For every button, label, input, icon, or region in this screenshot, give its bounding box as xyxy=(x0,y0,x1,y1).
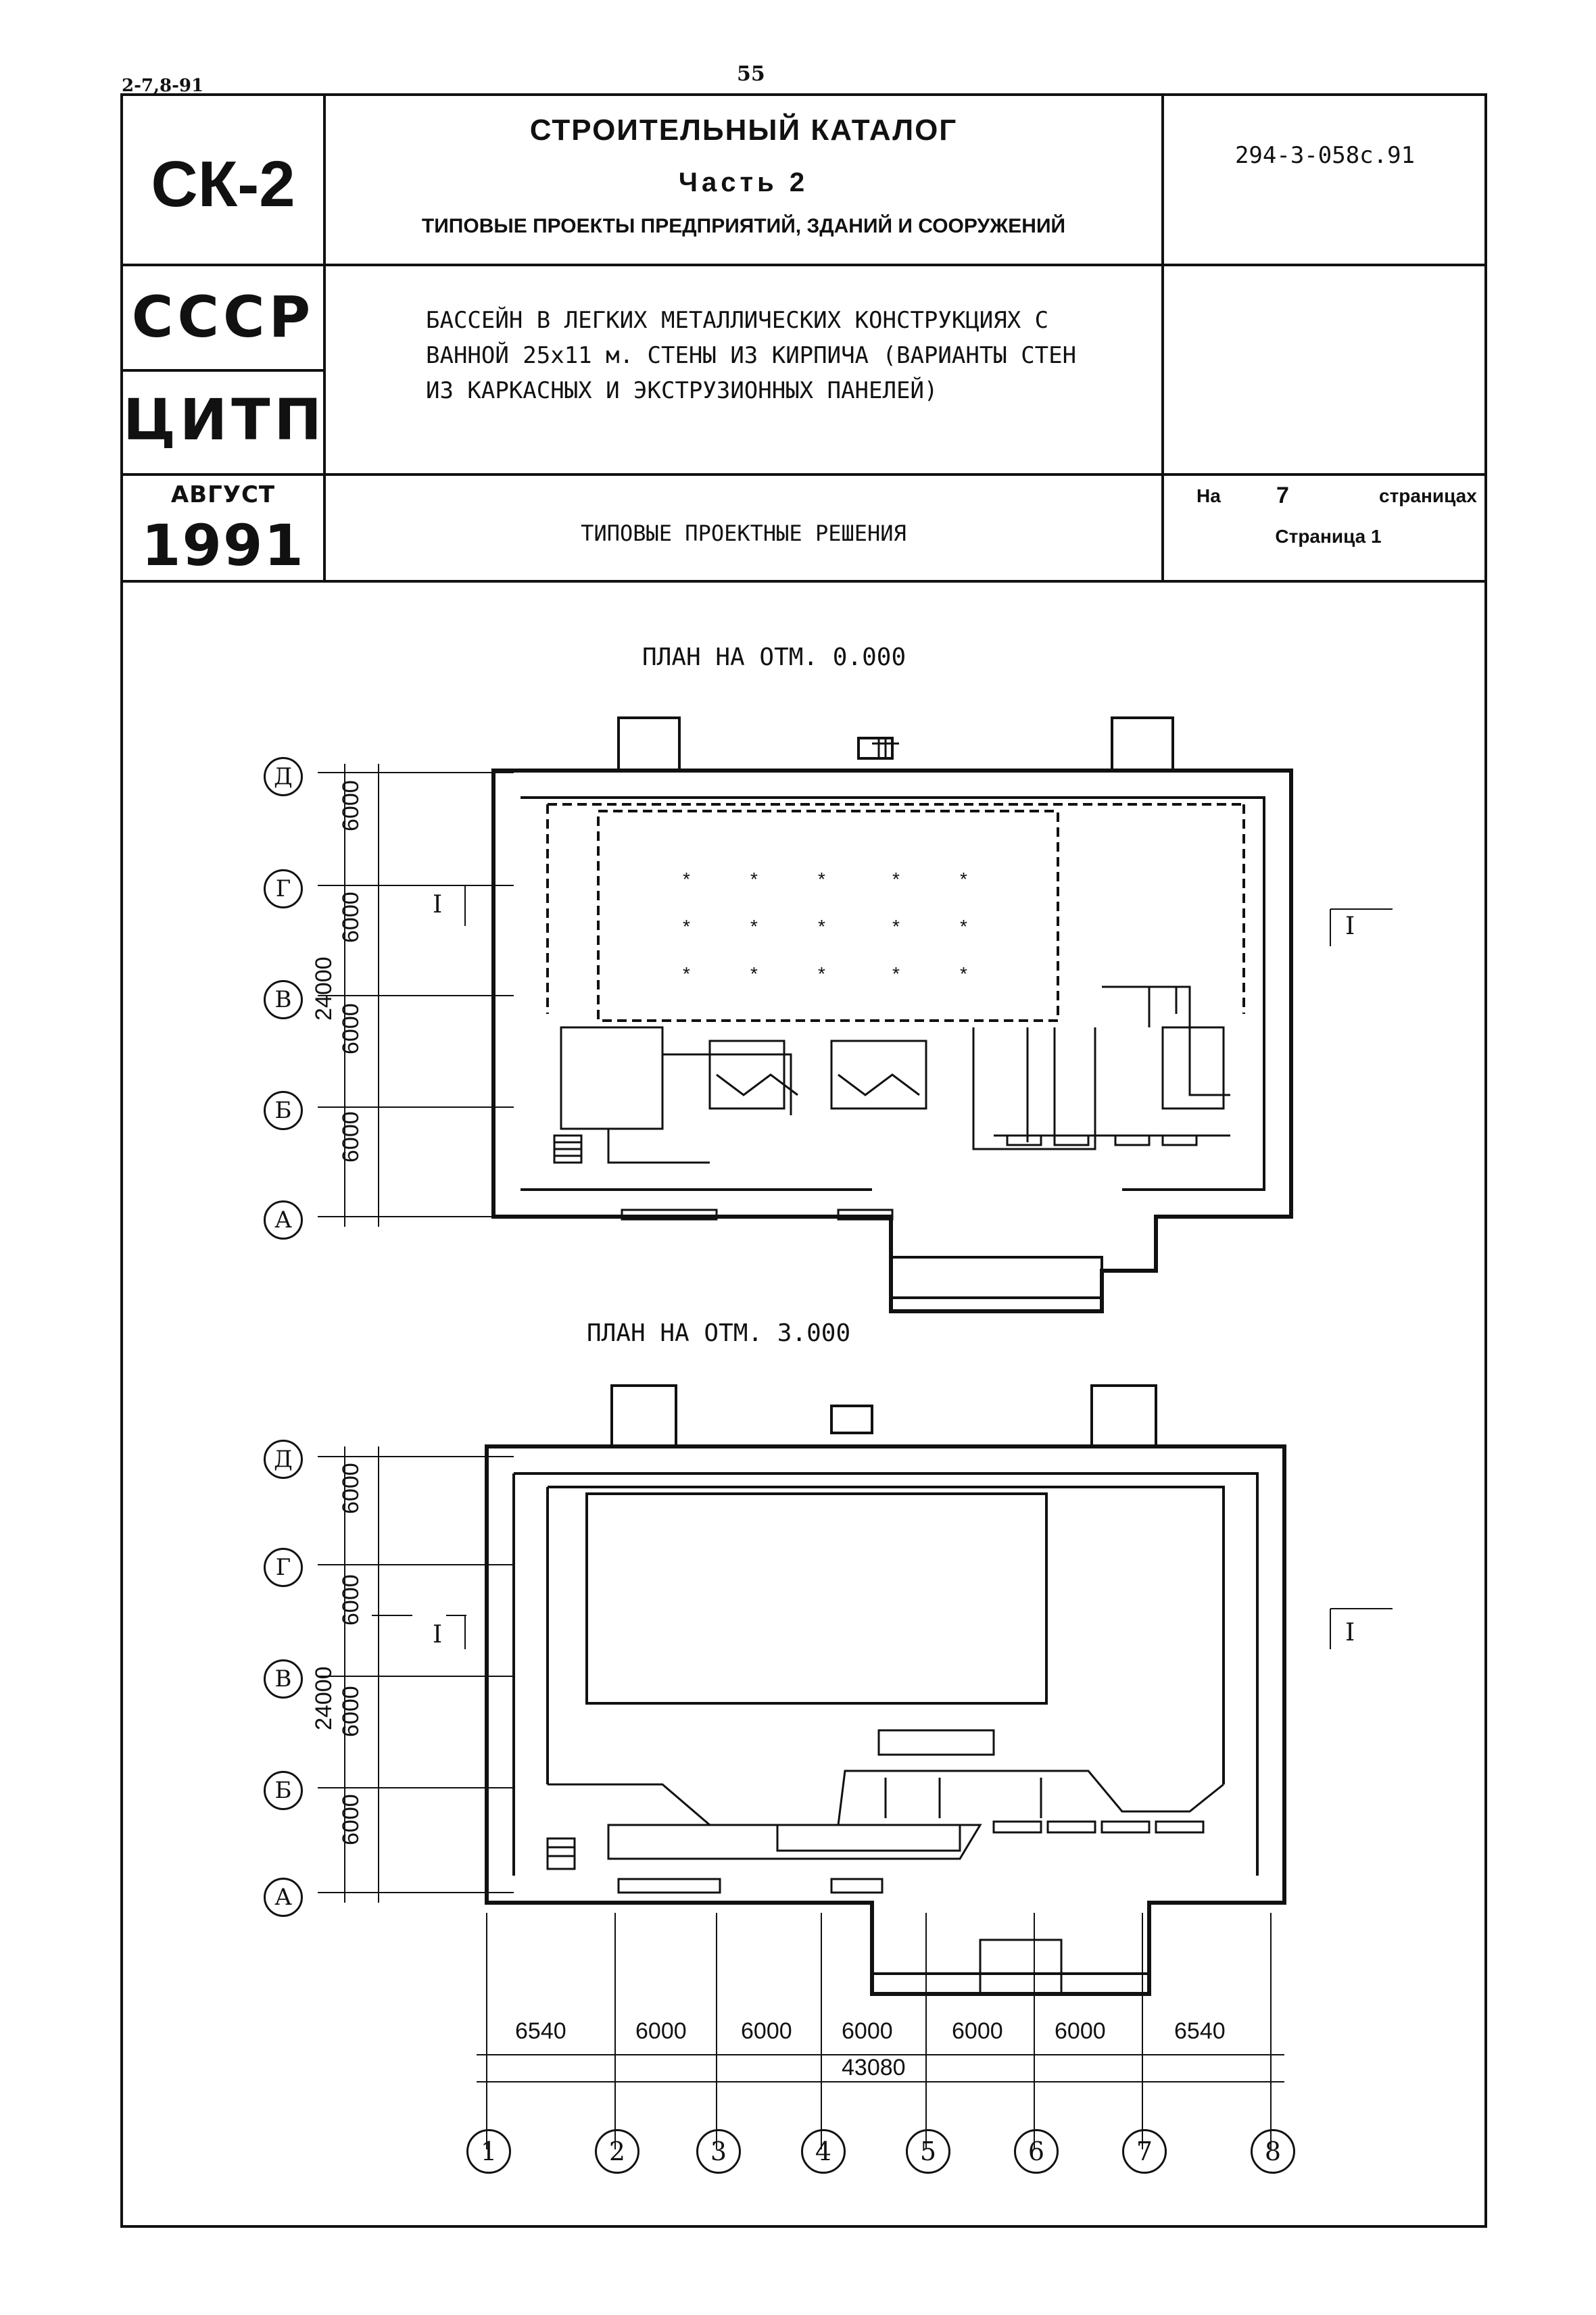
description-line: ВАННОЙ 25х11 м. СТЕНЫ ИЗ КИРПИЧА (ВАРИАН… xyxy=(426,342,1077,369)
axis-bubble: 4 xyxy=(801,2129,846,2174)
plan1-title: ПЛАН НА ОТМ. 0.000 xyxy=(642,643,906,671)
axis-bubble: 1 xyxy=(466,2129,511,2174)
section-mark: I xyxy=(1345,912,1355,940)
col-dimension: 6540 xyxy=(1174,2018,1226,2044)
header-divider xyxy=(1161,93,1164,581)
total-height: 24000 xyxy=(311,1666,337,1730)
svg-text:*: * xyxy=(892,916,900,937)
page-frame xyxy=(120,93,1487,2228)
plan1-axis-ticks xyxy=(318,764,1393,1227)
plan1-stairs xyxy=(553,738,920,1164)
svg-text:*: * xyxy=(683,963,690,984)
col-dimension: 6000 xyxy=(842,2018,893,2044)
svg-text:*: * xyxy=(960,916,967,937)
project-description: БАССЕЙН В ЛЕГКИХ МЕТАЛЛИЧЕСКИХ КОНСТРУКЦ… xyxy=(426,303,1142,408)
row-dimension: 6000 xyxy=(338,892,364,943)
axis-bubble: 2 xyxy=(595,2129,639,2174)
plan1-pool xyxy=(546,803,1245,1022)
plan2-axis-ticks xyxy=(318,1446,1393,2149)
section-mark: I xyxy=(1345,1619,1355,1647)
svg-text:*: * xyxy=(683,869,690,890)
total-height: 24000 xyxy=(311,956,337,1021)
axis-bubble: Г xyxy=(264,1548,303,1587)
plan2-title: ПЛАН НА ОТМ. 3.000 xyxy=(587,1319,851,1347)
document-number: 294-3-058с.91 xyxy=(1234,142,1416,169)
svg-text:*: * xyxy=(960,869,967,890)
row-dimension: 6000 xyxy=(338,1003,364,1054)
svg-text:*: * xyxy=(683,916,690,937)
plan2-rooms xyxy=(548,1729,1224,1995)
catalog-subtitle: ТИПОВЫЕ ПРОЕКТЫ ПРЕДПРИЯТИЙ, ЗДАНИЙ И СО… xyxy=(421,215,1066,237)
row-dimension: 6000 xyxy=(338,1794,364,1845)
col-dimension: 6540 xyxy=(515,2018,566,2044)
svg-text:*: * xyxy=(818,916,825,937)
row-dimension: 6000 xyxy=(338,780,364,831)
axis-bubble: Б xyxy=(264,1091,303,1130)
svg-text:*: * xyxy=(818,963,825,984)
svg-text:*: * xyxy=(750,869,758,890)
col-dimension: 6000 xyxy=(635,2018,687,2044)
col-dimension: 6000 xyxy=(952,2018,1003,2044)
row-dimension: 6000 xyxy=(338,1111,364,1163)
total-width: 43080 xyxy=(842,2055,906,2080)
pages-count: 7 xyxy=(1276,483,1289,508)
row-dimension: 6000 xyxy=(338,1463,364,1514)
section-mark: I xyxy=(433,891,443,919)
header-divider xyxy=(120,473,1487,476)
svg-text:*: * xyxy=(960,963,967,984)
description-line: БАССЕЙН В ЛЕГКИХ МЕТАЛЛИЧЕСКИХ КОНСТРУКЦ… xyxy=(426,307,1049,334)
section-mark: I xyxy=(433,1621,443,1649)
description-line: ИЗ КАРКАСНЫХ И ЭКСТРУЗИОННЫХ ПАНЕЛЕЙ) xyxy=(426,377,938,404)
country-label: СССР xyxy=(131,284,315,350)
header-divider xyxy=(120,369,323,372)
axis-bubble: А xyxy=(264,1200,303,1240)
header-divider xyxy=(120,580,1487,583)
page-label: Страница 1 xyxy=(1275,526,1382,547)
plan1-benches xyxy=(621,1134,1198,1221)
axis-bubble: 7 xyxy=(1122,2129,1167,2174)
row-dimension: 6000 xyxy=(338,1574,364,1626)
page-number: 55 xyxy=(737,62,765,86)
axis-bubble: В xyxy=(264,980,303,1019)
catalog-logo: СК-2 xyxy=(151,148,295,220)
header-divider xyxy=(323,93,326,581)
axis-bubble: А xyxy=(264,1878,303,1917)
svg-text:*: * xyxy=(892,963,900,984)
svg-text:*: * xyxy=(892,869,900,890)
axis-bubble: Г xyxy=(264,869,303,908)
catalog-part: Часть 2 xyxy=(678,168,809,197)
svg-text:*: * xyxy=(750,916,758,937)
axis-bubble: Д xyxy=(264,757,303,796)
organization-label: ЦИТП xyxy=(123,387,326,453)
axis-bubble: 8 xyxy=(1251,2129,1295,2174)
axis-bubble: Б xyxy=(264,1771,303,1810)
pages-suffix: страницах xyxy=(1379,485,1477,506)
catalog-title: СТРОИТЕЛЬНЫЙ КАТАЛОГ xyxy=(529,114,958,147)
axis-bubble: В xyxy=(264,1659,303,1699)
reference-code: 2-7,8-91 xyxy=(122,76,204,96)
year-label: 1991 xyxy=(141,512,305,579)
header-divider xyxy=(120,264,1487,266)
pages-prefix: На xyxy=(1196,485,1221,506)
axis-bubble: 3 xyxy=(696,2129,741,2174)
col-dimension: 6000 xyxy=(741,2018,792,2044)
svg-text:*: * xyxy=(750,963,758,984)
plan1-outline xyxy=(491,716,1293,1313)
axis-bubble: 6 xyxy=(1014,2129,1059,2174)
plan2-outline xyxy=(485,1384,1286,1996)
col-dimension: 6000 xyxy=(1055,2018,1106,2044)
plan1-column-marks: * * * * * * * * * * * * * * * xyxy=(683,869,967,984)
row-dimension: 6000 xyxy=(338,1686,364,1737)
solutions-label: ТИПОВЫЕ ПРОЕКТНЫЕ РЕШЕНИЯ xyxy=(581,520,906,546)
axis-bubble: Д xyxy=(264,1440,303,1479)
axis-bubble: 5 xyxy=(906,2129,950,2174)
svg-text:*: * xyxy=(818,869,825,890)
plan2-benches xyxy=(546,1820,1205,1894)
month-label: АВГУСТ xyxy=(170,481,276,508)
